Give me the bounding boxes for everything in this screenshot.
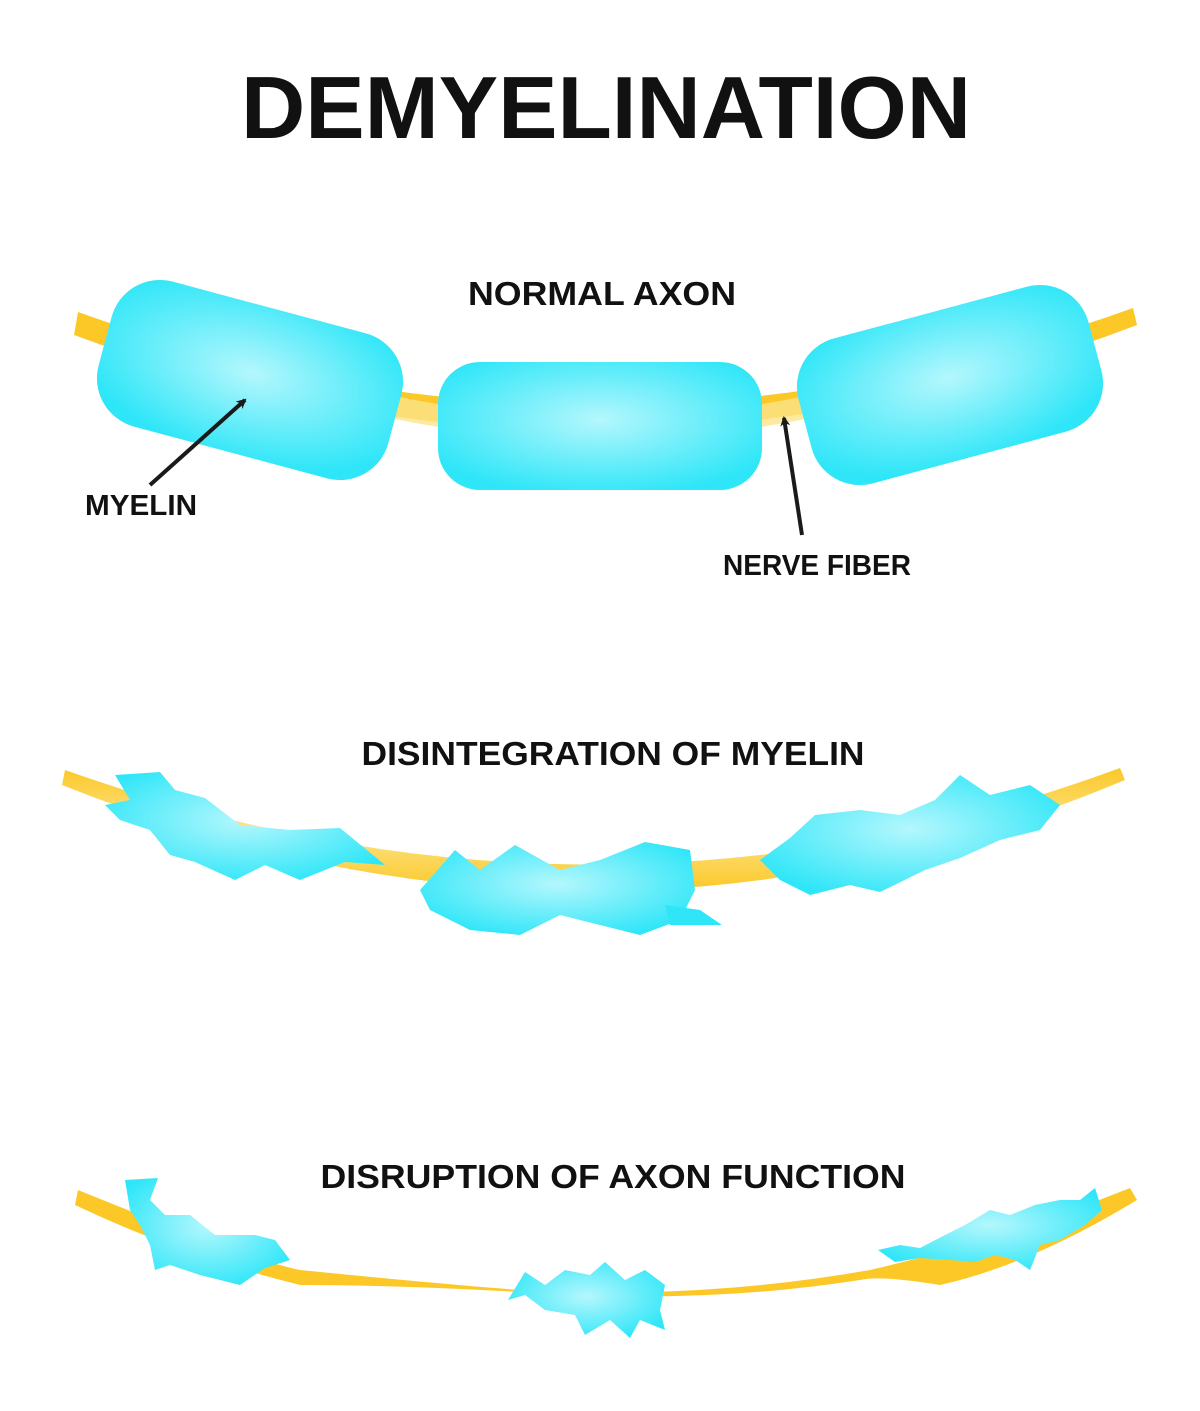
- normal-axon: NORMAL AXON MYELIN NERVE FIBER: [74, 275, 1137, 582]
- disruption-of-axon-function: DISRUPTION OF AXON FUNCTION: [75, 1158, 1137, 1338]
- myelin-fragment-1: [105, 772, 385, 880]
- page-title: DEMYELINATION: [241, 58, 971, 157]
- myelin-label: MYELIN: [85, 490, 197, 522]
- nerve-fiber-label: NERVE FIBER: [723, 550, 911, 582]
- myelin-fragment-3: [760, 775, 1060, 895]
- myelin-sheath-3: [796, 284, 1104, 486]
- myelin-fragment-2b: [665, 905, 722, 925]
- nerve-fiber-arrow: [780, 416, 804, 536]
- myelin-fragment-3: [878, 1188, 1102, 1270]
- myelin-sheath-2: [438, 362, 762, 490]
- myelin-fragment-2: [420, 842, 695, 935]
- section-label-disruption: DISRUPTION OF AXON FUNCTION: [321, 1158, 906, 1195]
- myelin-sheath-1: [96, 279, 404, 481]
- myelin-fragment-1: [125, 1178, 290, 1285]
- myelin-fragment-2: [508, 1262, 665, 1338]
- section-label-disintegration: DISINTEGRATION OF MYELIN: [362, 735, 865, 772]
- section-label-normal-axon: NORMAL AXON: [468, 275, 736, 312]
- myelin-arrow: [148, 398, 247, 487]
- disintegration-of-myelin: DISINTEGRATION OF MYELIN: [62, 735, 1125, 935]
